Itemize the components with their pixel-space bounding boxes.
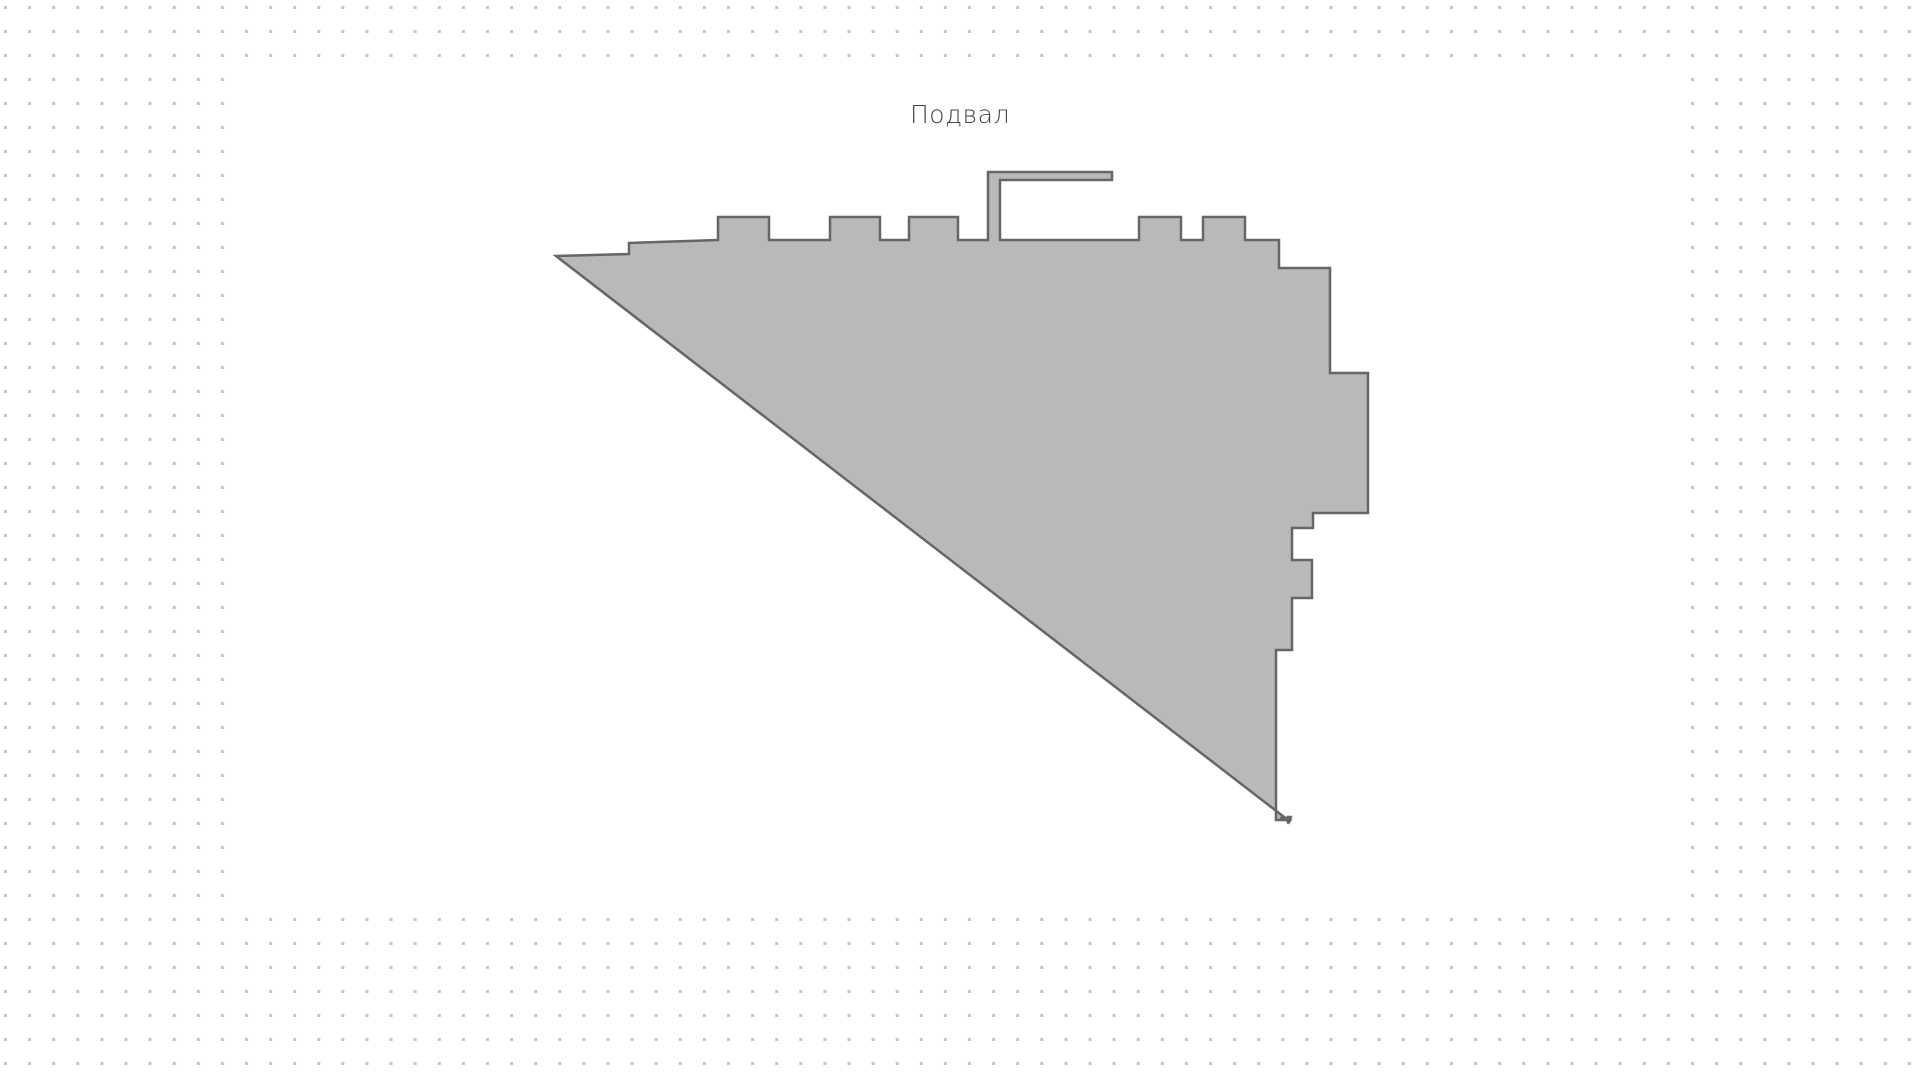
- floor-title: Подвал: [910, 100, 1010, 129]
- walls: [552, 170, 1370, 825]
